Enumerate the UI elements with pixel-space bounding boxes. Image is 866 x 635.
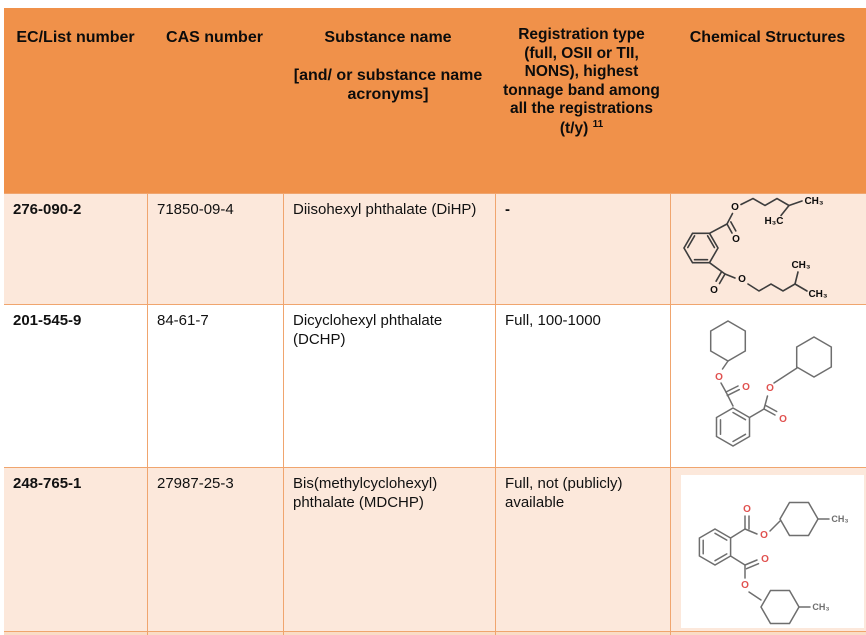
table-row-cutoff-cell (284, 632, 495, 635)
cas-number-cell: 71850-09-4 (148, 194, 283, 304)
chemical-structure-dihp: O O H₃C CH₃ O O CH₃ (683, 196, 828, 300)
table-header-row: EC/List number CAS number Substance name… (4, 8, 866, 193)
ec-number-cell: 201-545-9 (4, 305, 147, 467)
svg-text:O: O (732, 234, 740, 245)
table-row-cutoff-cell (148, 632, 283, 635)
header-chemical-structures: Chemical Structures (689, 29, 846, 46)
registration-type-cell: Full, not (publicly) available (496, 468, 670, 631)
substances-table: EC/List number CAS number Substance name… (4, 8, 866, 635)
substance-name-cell: Diisohexyl phthalate (DiHP) (284, 194, 495, 304)
substance-name-cell: Dicyclohexyl phthalate (DCHP) (284, 305, 495, 467)
registration-type-cell: Full, 100-1000 (496, 305, 670, 467)
footnote-ref-11: 11 (592, 118, 604, 130)
svg-text:O: O (715, 372, 723, 383)
table-row-cutoff-cell (4, 632, 147, 635)
header-substance-title: Substance name (324, 29, 452, 46)
chemical-structure-cell: O O O O (671, 305, 866, 467)
header-substance-name: Substance name [and/ or substance name a… (282, 8, 494, 193)
substance-name-cell: Bis(methylcyclohexyl) phthalate (MDCHP) (284, 468, 495, 631)
registration-type-cell: - (496, 194, 670, 304)
structure-frame: O O CH₃ O O (681, 475, 864, 628)
svg-text:O: O (760, 530, 768, 541)
svg-text:O: O (742, 382, 750, 393)
header-registration-text: Registration type (full, OSII or TII, NO… (503, 26, 660, 138)
cas-number-cell: 84-61-7 (148, 305, 283, 467)
header-ec-list-number: EC/List number (16, 29, 135, 46)
chemical-structure-dchp: O O O O (709, 320, 833, 447)
svg-text:O: O (766, 383, 774, 394)
svg-text:O: O (710, 285, 718, 296)
svg-text:O: O (779, 414, 787, 425)
svg-text:O: O (731, 202, 739, 213)
svg-text:CH₃: CH₃ (812, 602, 829, 612)
ec-number-cell: 248-765-1 (4, 468, 147, 631)
table-row-cutoff-cell (671, 632, 866, 635)
svg-text:H₃C: H₃C (764, 216, 783, 227)
header-cas-number: CAS number (166, 29, 263, 46)
cas-number-cell: 27987-25-3 (148, 468, 283, 631)
header-substance-subtitle: [and/ or substance name acronyms] (293, 67, 483, 104)
chemical-structure-cell: O O CH₃ O O (671, 468, 866, 631)
ec-number-cell: 276-090-2 (4, 194, 147, 304)
svg-text:CH₃: CH₃ (804, 196, 823, 207)
chemical-structure-cell: O O H₃C CH₃ O O CH₃ (671, 194, 866, 304)
svg-text:CH₃: CH₃ (831, 514, 848, 524)
svg-text:O: O (741, 580, 749, 591)
chemical-structure-mdchp: O O CH₃ O O (698, 501, 849, 625)
svg-text:CH₃: CH₃ (791, 260, 810, 271)
svg-text:O: O (761, 554, 769, 565)
table-row-cutoff-cell (496, 632, 670, 635)
header-registration-type: Registration type (full, OSII or TII, NO… (494, 8, 669, 193)
svg-text:O: O (738, 274, 746, 285)
svg-text:CH₃: CH₃ (808, 289, 827, 300)
svg-text:O: O (743, 504, 751, 515)
